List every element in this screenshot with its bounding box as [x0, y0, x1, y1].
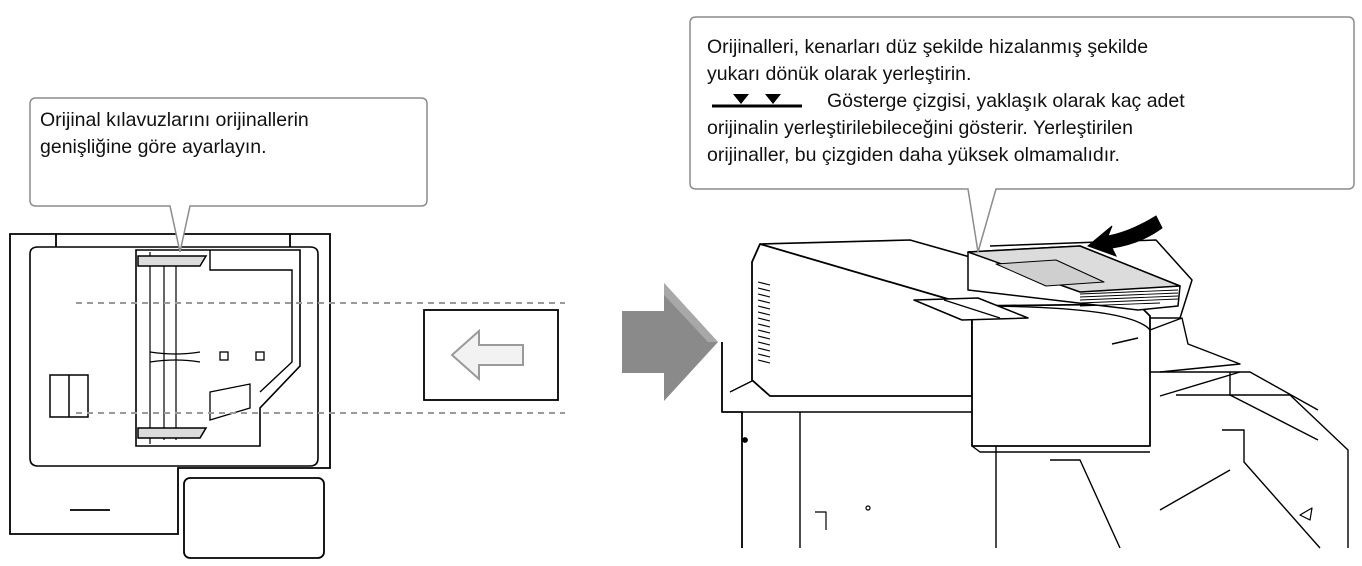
right-callout-text: Orijinalleri, kenarları düz şekilde hiza…	[707, 34, 1185, 169]
right-callout-line-5: orijinaller, bu çizgiden daha yüksek olm…	[707, 144, 1120, 166]
left-callout-text: Orijinal kılavuzlarını orijinallerin gen…	[40, 107, 309, 161]
right-callout-line-4: orijinalin yerleştirilebileceğini göster…	[707, 117, 1133, 139]
right-callout-bubble	[689, 16, 1355, 253]
left-arrow-icon	[450, 328, 524, 382]
feed-direction-arrow-icon	[1087, 215, 1163, 257]
right-callout-line-2: yukarı dönük olarak yerleştirin.	[707, 63, 972, 85]
right-callout-line-1: Orijinalleri, kenarları düz şekilde hiza…	[707, 36, 1149, 58]
left-callout-line-1: Orijinal kılavuzlarını orijinallerin	[40, 109, 309, 131]
left-callout-bubble	[29, 97, 428, 253]
left-callout-line-2: genişliğine göre ayarlayın.	[40, 136, 267, 158]
indicator-line-icon	[712, 94, 802, 108]
insertion-direction-panel	[423, 309, 559, 401]
right-callout-line-3: Gösterge çizgisi, yaklaşık olarak kaç ad…	[827, 90, 1185, 112]
copier-machine	[721, 239, 1349, 549]
right-arrow-icon	[622, 283, 718, 401]
feeder-top-view	[9, 233, 331, 559]
